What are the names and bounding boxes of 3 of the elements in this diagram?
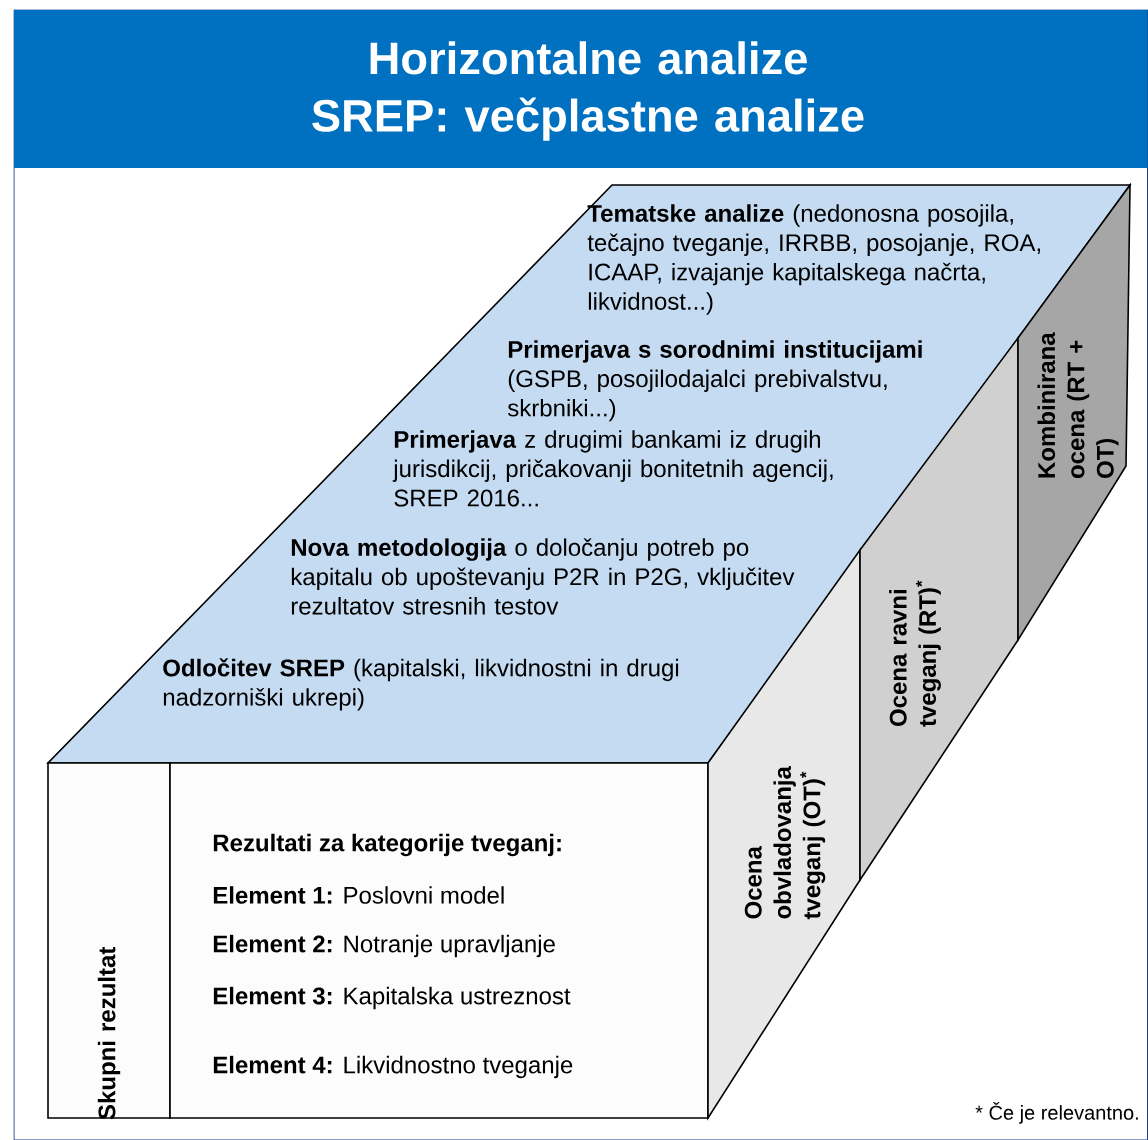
title-banner: Horizontalne analize SREP: večplastne analize bbox=[14, 10, 1148, 168]
footnote: * Če je relevantno. bbox=[975, 1102, 1138, 1124]
result-band: Skupni rezultat bbox=[47, 762, 171, 1120]
